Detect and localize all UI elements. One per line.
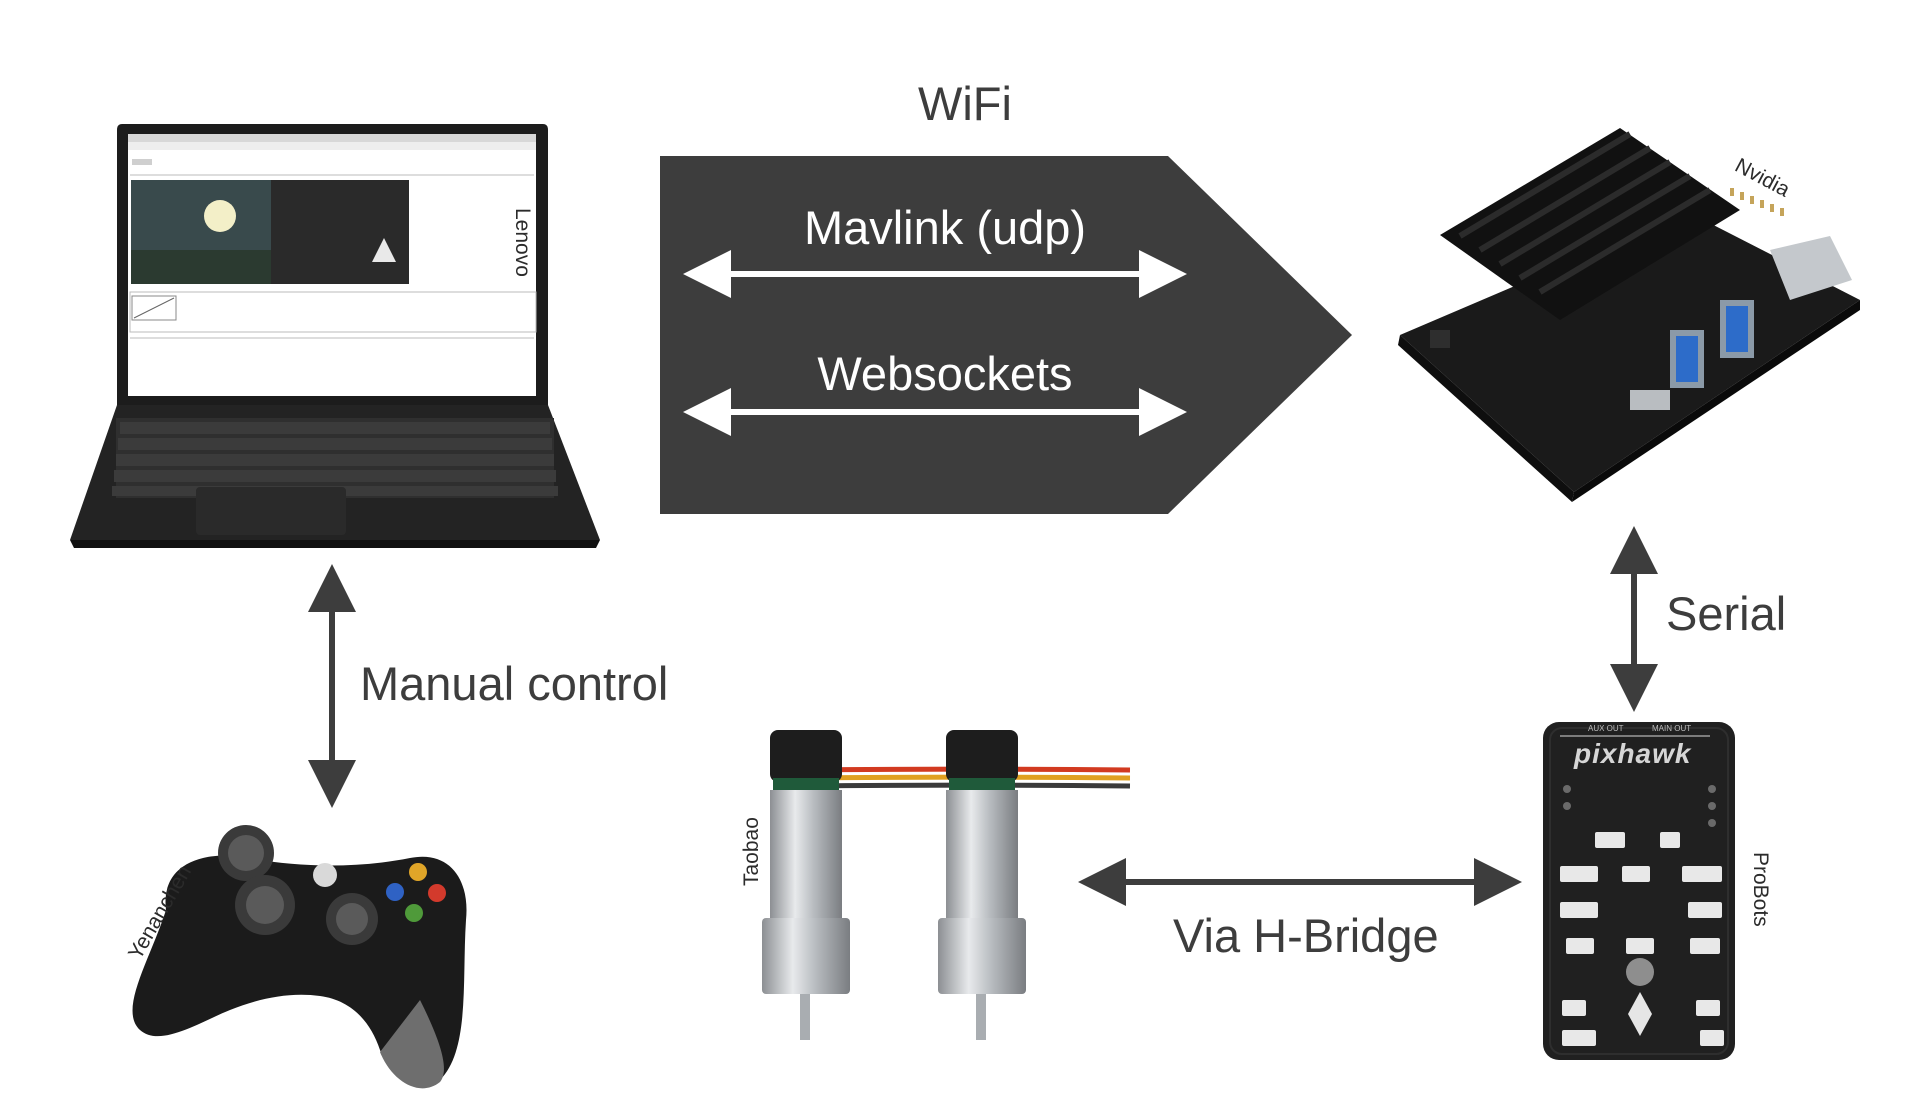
credit-lenovo: Lenovo [511, 208, 534, 277]
gamepad-image [132, 825, 467, 1089]
motors-image [762, 730, 1131, 1040]
pixhawk-aux-out-label: AUX OUT [1588, 724, 1624, 733]
mavlink-label: Mavlink (udp) [803, 201, 1087, 254]
laptop-image [70, 124, 600, 548]
nvidia-board-image [1398, 128, 1860, 502]
pixhawk-logo: pixhawk [1574, 738, 1692, 769]
manual-control-label: Manual control [360, 657, 669, 710]
serial-label: Serial [1666, 587, 1787, 640]
websockets-label: Websockets [817, 347, 1073, 400]
credit-probots: ProBots [1749, 852, 1772, 927]
credit-taobao: Taobao [740, 817, 763, 886]
pixhawk-image [1543, 722, 1735, 1060]
hbridge-label: Via H-Bridge [1173, 909, 1439, 962]
wifi-label: WiFi [918, 77, 1012, 130]
pixhawk-main-out-label: MAIN OUT [1652, 724, 1692, 733]
